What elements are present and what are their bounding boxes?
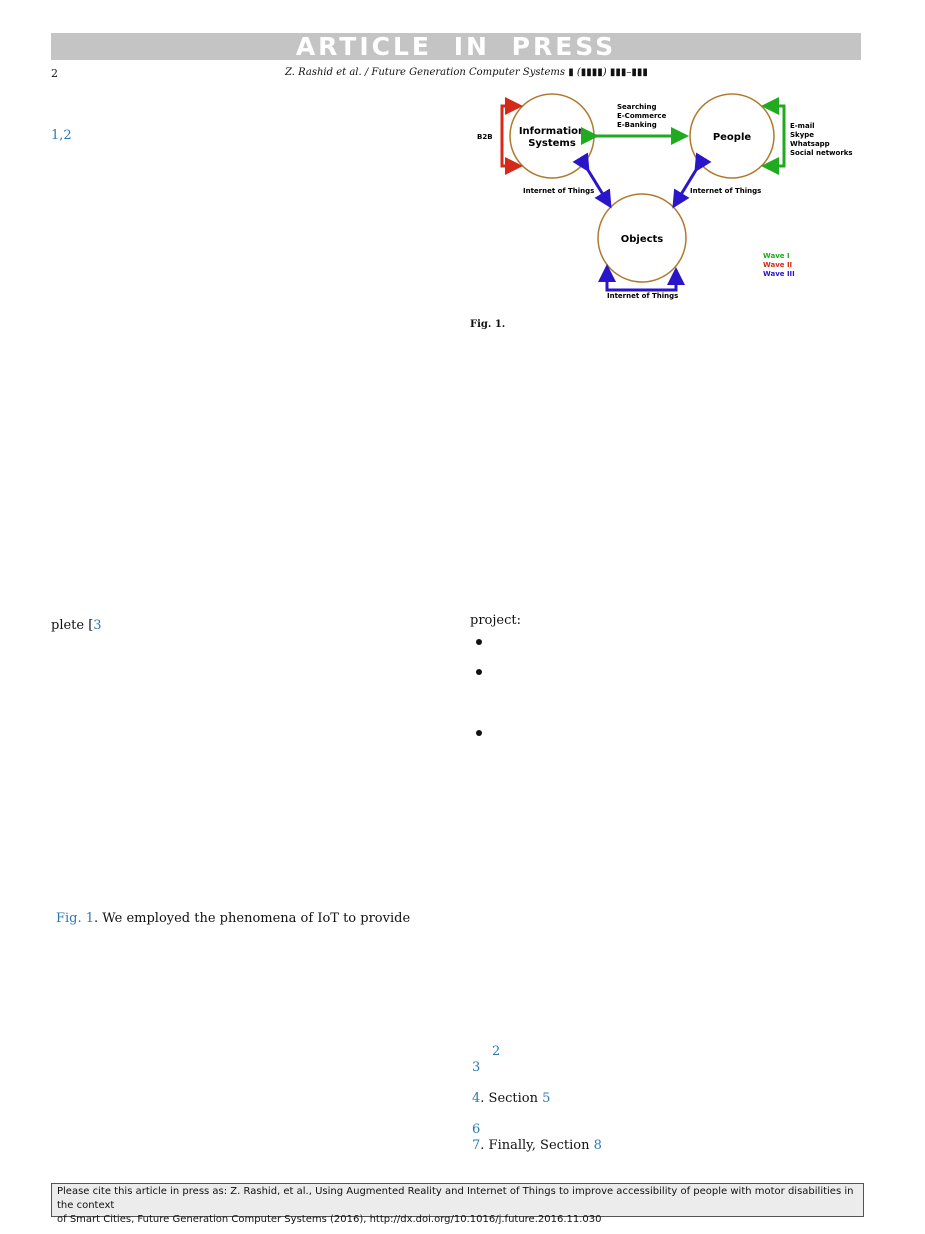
node-label-systems: Systems [528,138,576,149]
running-head: Z. Rashid et al. / Future Generation Com… [285,67,648,78]
bullet-1 [476,639,482,645]
section-8-link[interactable]: 8 [593,1138,602,1153]
figure-1-diagram: Information Systems People Objects B2B S… [477,93,853,300]
section-4-5-sentence: 4. Section 5 [472,1091,550,1107]
citation-box: Please cite this article in press as: Z.… [51,1183,864,1225]
figure-1-caption: Fig. 1. [470,319,506,330]
figure-reference-sentence: Fig. 1. We employed the phenomena of IoT… [56,911,410,927]
node-label-information: Information [519,126,585,137]
label-b2b: B2B [477,133,493,141]
reference-prefix: plete [ [51,618,94,633]
section-2-link[interactable]: 2 [492,1044,501,1059]
label-whatsapp: Whatsapp [790,140,830,148]
node-label-objects: Objects [621,234,664,245]
label-iot-bottom: Internet of Things [607,292,678,300]
section-4-link[interactable]: 4 [472,1091,481,1106]
legend-wave-1: Wave I [763,252,790,260]
wave3-arrow-people-objects [672,152,712,209]
legend-wave-2: Wave II [763,261,792,269]
reference-link-3[interactable]: 3 [93,618,102,633]
wave3-loop-objects [605,267,685,292]
section-word: . Section [480,1091,543,1106]
section-7-8-sentence: 7. Finally, Section 8 [472,1138,602,1154]
article-in-press-banner: ARTICLE IN PRESS [51,33,861,60]
affiliation-reference-link[interactable]: 1,2 [51,128,72,143]
label-iot-left: Internet of Things [523,187,594,195]
figure-1-link[interactable]: Fig. 1 [56,911,95,926]
label-iot-right: Internet of Things [690,187,761,195]
section-3-link[interactable]: 3 [472,1060,481,1075]
citation-line-2: of Smart Cities, Future Generation Compu… [57,1214,602,1225]
label-skype: Skype [790,131,814,139]
reference-fragment: plete [3 [51,618,102,634]
legend-wave-3: Wave III [763,270,795,278]
section-6-link[interactable]: 6 [472,1122,481,1137]
label-social-networks: Social networks [790,149,853,157]
page-number: 2 [51,67,58,80]
project-label: project: [470,613,521,628]
label-ecommerce: E-Commerce [617,112,667,120]
label-email: E-mail [790,122,815,130]
figure-reference-text: . We employed the phenomena of IoT to pr… [94,911,411,926]
finally-text: . Finally, Section [480,1138,594,1153]
label-ebanking: E-Banking [617,121,657,129]
bullet-3 [476,730,482,736]
section-7-link[interactable]: 7 [472,1138,481,1153]
objects-node [597,193,687,283]
citation-line-1: Please cite this article in press as: Z.… [57,1186,854,1211]
section-5-link[interactable]: 5 [542,1091,551,1106]
wave2-loop-is [500,104,523,175]
bullet-2 [476,669,482,675]
people-node [689,93,775,179]
wave3-arrow-is-objects [572,152,612,209]
node-label-people: People [713,132,752,143]
label-searching: Searching [617,103,657,111]
